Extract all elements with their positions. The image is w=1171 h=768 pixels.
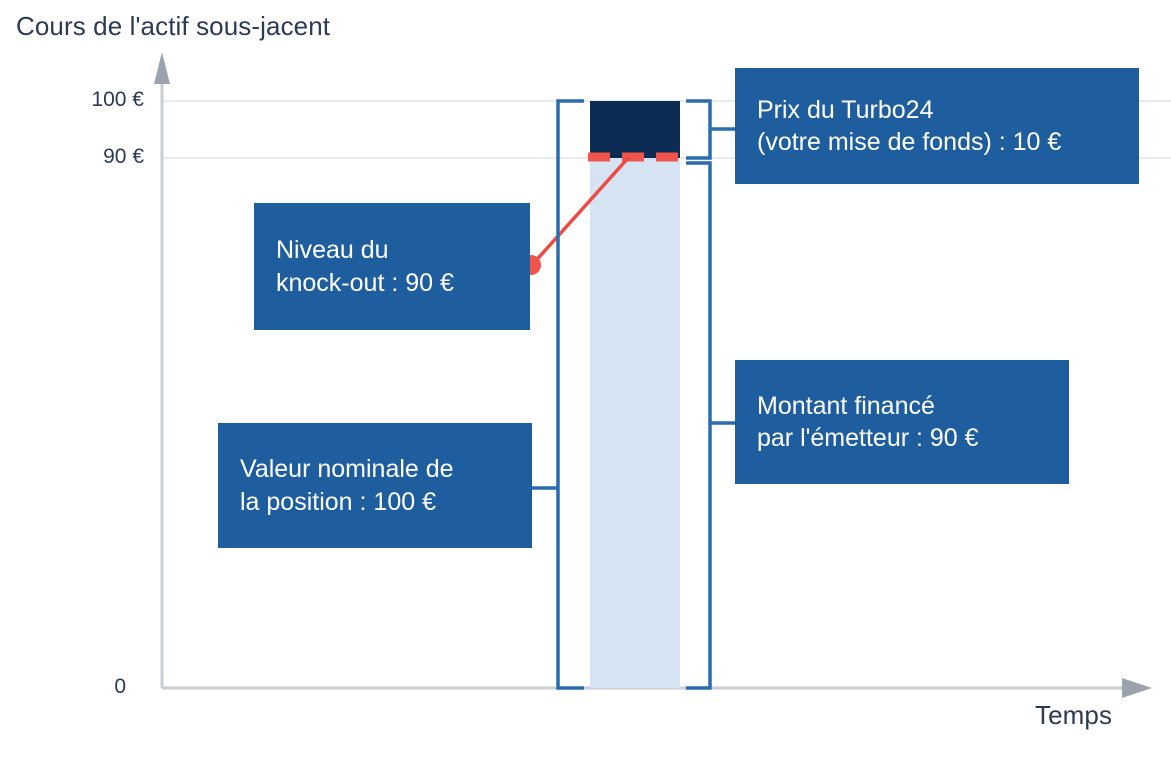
bar-segment-financed [590,158,680,688]
y-axis-arrow-icon [154,52,170,84]
bracket-financed-amount [686,161,712,690]
callout-knockout-level: Niveau du knock-out : 90 € [254,203,530,330]
y-tick-label-0: 0 [114,675,126,698]
bracket-turbo-price [686,99,712,160]
bracket-nominal-value [556,99,584,690]
bar-segment-turbo-price [590,101,680,158]
callout-turbo-price: Prix du Turbo24 (votre mise de fonds) : … [735,68,1139,184]
y-tick-label-100: 100 € [91,88,144,111]
callout-nominal-value: Valeur nominale de la position : 100 € [218,423,532,548]
x-axis-title: Temps [1035,700,1113,730]
x-axis-arrow-icon [1122,678,1152,698]
y-tick-label-90: 90 € [103,145,144,168]
knockout-leader-line [530,155,631,267]
callout-financed-amount: Montant financé par l'émetteur : 90 € [735,360,1069,484]
y-axis-title: Cours de l'actif sous-jacent [16,11,331,41]
